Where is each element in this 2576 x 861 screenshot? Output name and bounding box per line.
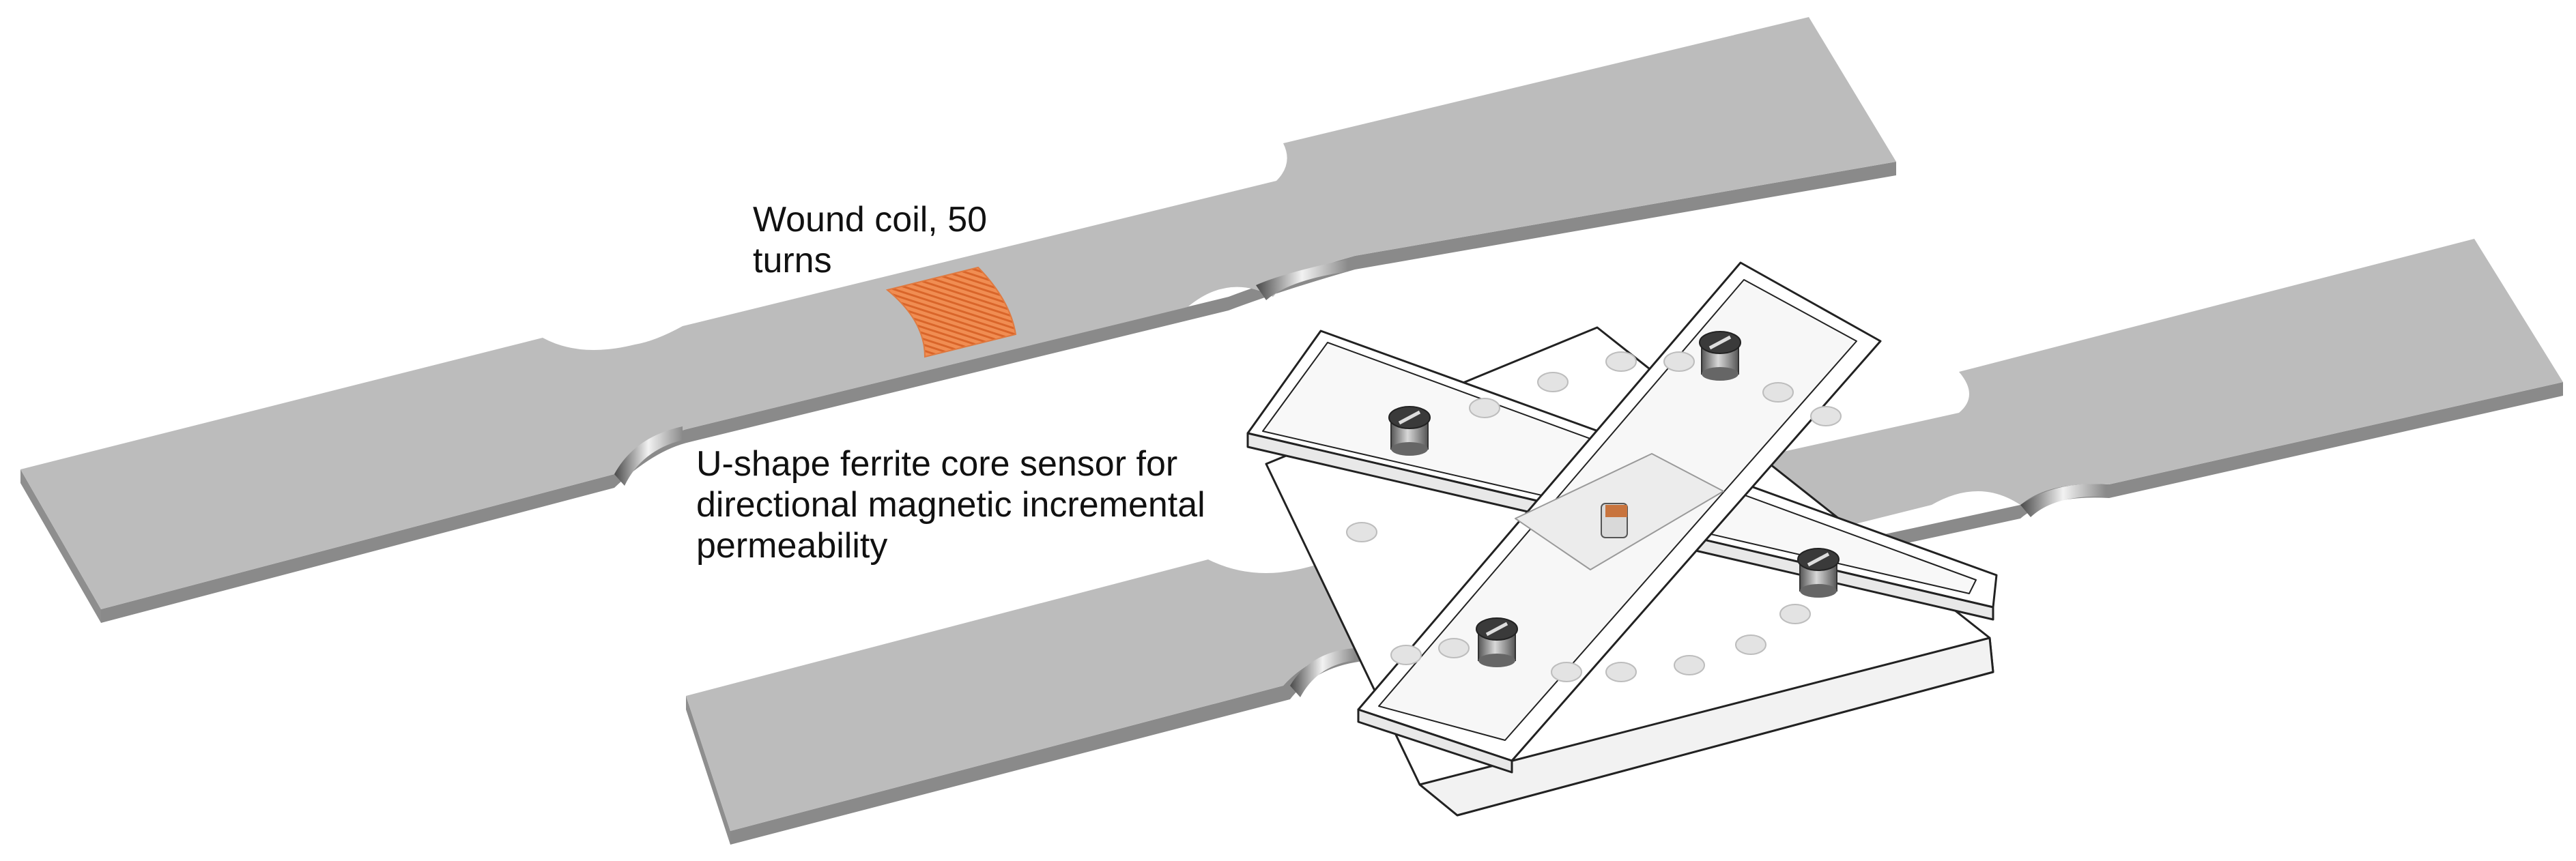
sensor-coil-top	[1605, 505, 1627, 517]
notch-lower-left	[1290, 648, 1355, 697]
notch-upper-right	[1256, 259, 1348, 300]
specimen-dogbone-upper	[20, 17, 1896, 623]
holder-bar-b-side	[1357, 708, 1513, 774]
specimen-lower-front-side	[730, 382, 2563, 845]
specimen-lower-side	[686, 696, 730, 845]
wound-coil	[885, 266, 1017, 358]
magnet-dot	[1346, 522, 1377, 542]
coil-label: Wound coil, 50 turns	[753, 200, 988, 280]
magnet-dot	[1810, 406, 1842, 426]
slotted-screw-icon-2	[1699, 331, 1741, 381]
magnet-dot	[1735, 634, 1766, 655]
magnet-dot	[1390, 645, 1422, 665]
magnet-dots	[1346, 351, 1842, 682]
magnet-dot	[1537, 372, 1569, 392]
magnet-dot	[1438, 638, 1470, 658]
magnet-dot	[1605, 662, 1637, 682]
magnet-dot	[1663, 351, 1695, 372]
magnet-dot	[1779, 604, 1811, 624]
u-shape-ferrite-core-icon	[1601, 503, 1628, 538]
slotted-screw-icon-4	[1476, 617, 1518, 667]
notch-lower-right	[2020, 484, 2106, 517]
notch-upper-left	[614, 426, 683, 486]
magnet-dot	[1674, 655, 1705, 675]
holder-base-side	[1418, 637, 1994, 817]
magnet-dot	[1551, 662, 1582, 682]
magnet-dot	[1605, 351, 1637, 372]
magnet-dot	[1469, 398, 1500, 418]
magnet-dot	[1762, 382, 1794, 403]
sensor-label: U-shape ferrite core sensor for directio…	[696, 444, 1205, 566]
specimen-upper-side	[20, 469, 101, 623]
slotted-screw-icon-1	[1388, 406, 1431, 456]
slotted-screw-icon-3	[1797, 548, 1840, 598]
